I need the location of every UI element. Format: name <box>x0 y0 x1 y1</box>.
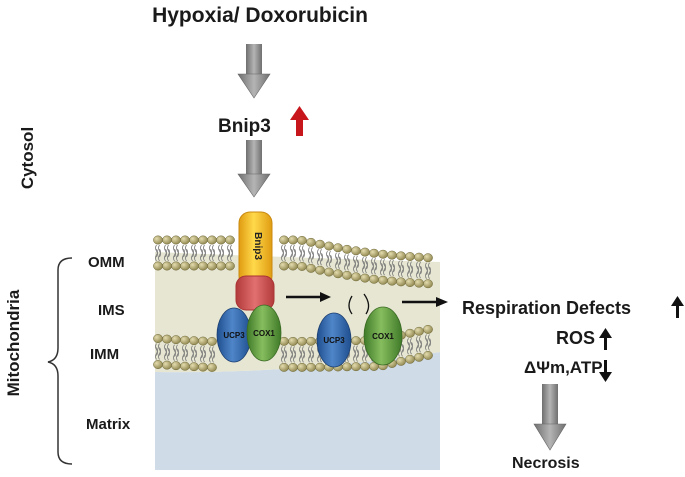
outer-membrane <box>153 235 433 289</box>
curved-arrows <box>348 293 370 315</box>
mitochondria-label: Mitochondria <box>4 289 23 397</box>
respiration-up-arrow <box>671 296 684 318</box>
cox1-right <box>363 306 403 366</box>
cox1-right-label: COX1 <box>372 332 394 341</box>
bnip3-label: Bnip3 <box>218 116 271 137</box>
matrix-label: Matrix <box>86 416 131 433</box>
arrow-hypoxia-to-bnip3 <box>237 44 271 99</box>
bnip3-protein-label: Bnip3 <box>252 232 263 260</box>
cox1-left-label: COX1 <box>253 329 275 338</box>
ros-up-arrow <box>599 328 612 350</box>
cytosol-label: Cytosol <box>18 126 37 190</box>
arrow-bnip3-to-membrane <box>237 140 271 198</box>
bnip3-protein <box>235 211 275 311</box>
ims-label: IMS <box>98 302 125 319</box>
title: Hypoxia/ Doxorubicin <box>152 4 368 27</box>
respiration-defects-label: Respiration Defects <box>462 298 632 318</box>
ucp3-right <box>316 312 352 368</box>
ucp3-right-label: UCP3 <box>323 336 345 345</box>
delta-psi-atp-label: ΔΨm,ATP <box>524 358 603 377</box>
arrow-to-necrosis <box>533 384 567 451</box>
arrow-to-respiration <box>402 297 448 307</box>
arrow-bnip3-to-proteins <box>286 292 331 302</box>
ros-label: ROS <box>556 328 596 348</box>
necrosis-label: Necrosis <box>512 455 580 472</box>
ucp3-left-label: UCP3 <box>223 331 245 340</box>
imm-label: IMM <box>90 346 120 363</box>
bnip3-up-red-arrow <box>290 106 309 136</box>
mitochondria-brace <box>47 257 73 465</box>
matrix-region <box>155 352 440 470</box>
dpsi-down-arrow <box>599 360 612 382</box>
omm-label: OMM <box>88 254 125 271</box>
cox1-left <box>246 304 282 362</box>
